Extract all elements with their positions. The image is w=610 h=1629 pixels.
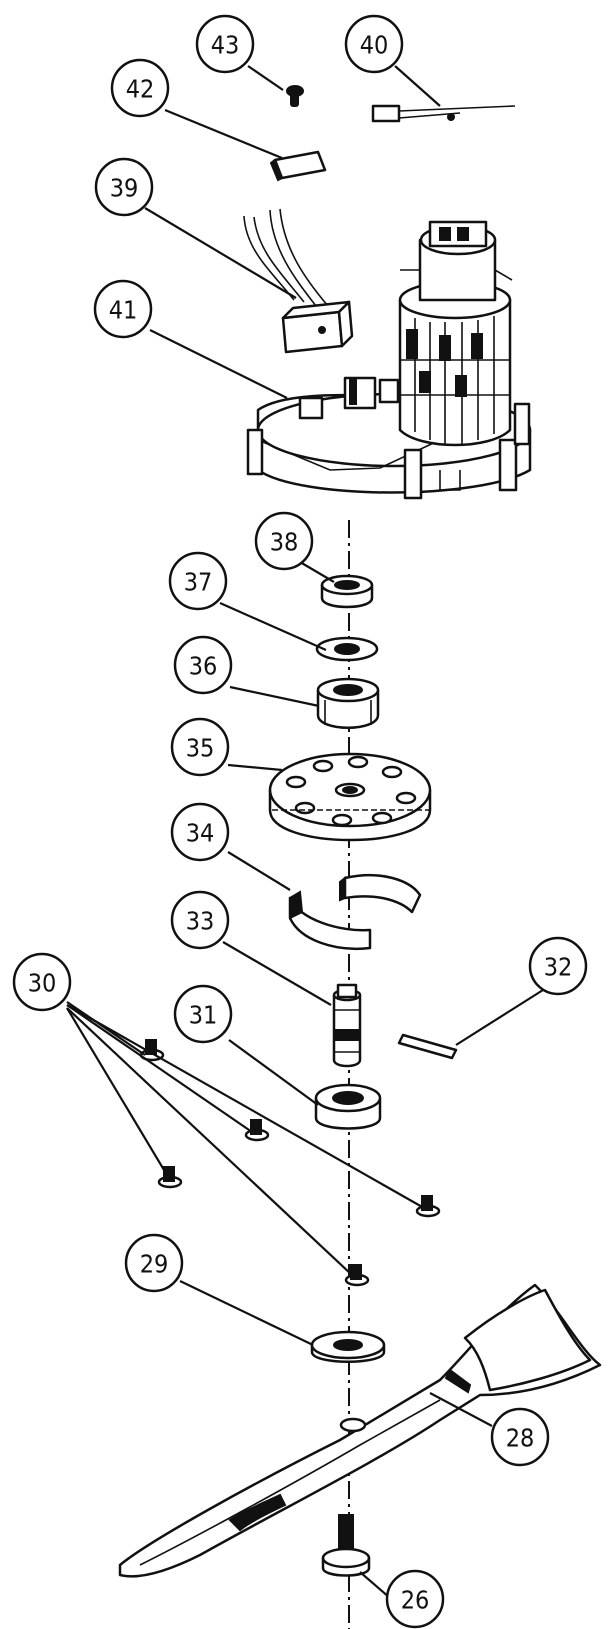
callout-39-label: 39 xyxy=(110,174,139,203)
callout-38: 38 xyxy=(254,511,314,571)
callout-28: 28 xyxy=(490,1407,550,1467)
part-41-motor xyxy=(246,220,532,500)
callout-36-label: 36 xyxy=(189,652,218,681)
part-34-coupling xyxy=(288,874,422,950)
callout-40-label: 40 xyxy=(360,31,389,60)
part-35-gear xyxy=(268,752,432,842)
callout-30-label: 30 xyxy=(28,969,57,998)
callout-34-label: 34 xyxy=(186,819,215,848)
part-29-washer xyxy=(310,1330,386,1363)
callout-43: 43 xyxy=(195,14,255,74)
callout-35-label: 35 xyxy=(186,734,215,763)
callout-31-label: 31 xyxy=(189,1001,218,1030)
callout-41-label: 41 xyxy=(109,296,138,325)
callout-30: 30 xyxy=(12,952,72,1012)
callout-43-label: 43 xyxy=(211,31,240,60)
part-37-washer xyxy=(315,636,379,662)
part-30-screws xyxy=(139,1039,441,1287)
part-26-bolt xyxy=(321,1514,371,1577)
callout-34: 34 xyxy=(170,802,230,862)
callout-37: 37 xyxy=(168,551,228,611)
part-33-shaft xyxy=(332,983,362,1068)
part-32-pin xyxy=(397,1033,458,1060)
part-28-blade xyxy=(118,1283,602,1578)
part-31-bearing xyxy=(314,1083,382,1130)
callout-33-label: 33 xyxy=(186,907,215,936)
callout-42-label: 42 xyxy=(126,75,155,104)
callout-36: 36 xyxy=(173,635,233,695)
part-42-clip xyxy=(269,150,327,182)
callout-32-label: 32 xyxy=(544,953,573,982)
callout-39: 39 xyxy=(94,157,154,217)
callout-42: 42 xyxy=(110,58,170,118)
part-39-brush xyxy=(243,208,354,354)
callout-41: 41 xyxy=(93,279,153,339)
callout-35: 35 xyxy=(170,717,230,777)
part-40-wire-terminal xyxy=(371,104,516,123)
callout-26-label: 26 xyxy=(401,1586,430,1615)
callout-31: 31 xyxy=(173,984,233,1044)
callout-26: 26 xyxy=(385,1569,445,1629)
callout-40: 40 xyxy=(344,14,404,74)
callout-33: 33 xyxy=(170,890,230,950)
part-36-bushing xyxy=(316,677,380,729)
callout-32: 32 xyxy=(528,936,588,996)
callout-29-label: 29 xyxy=(140,1250,169,1279)
callout-29: 29 xyxy=(124,1233,184,1293)
callout-37-label: 37 xyxy=(184,568,213,597)
part-43-screw xyxy=(286,85,304,107)
callout-28-label: 28 xyxy=(506,1424,535,1453)
leader-lines xyxy=(66,65,544,1599)
callout-38-label: 38 xyxy=(270,528,299,557)
part-38-bearing xyxy=(320,574,374,609)
